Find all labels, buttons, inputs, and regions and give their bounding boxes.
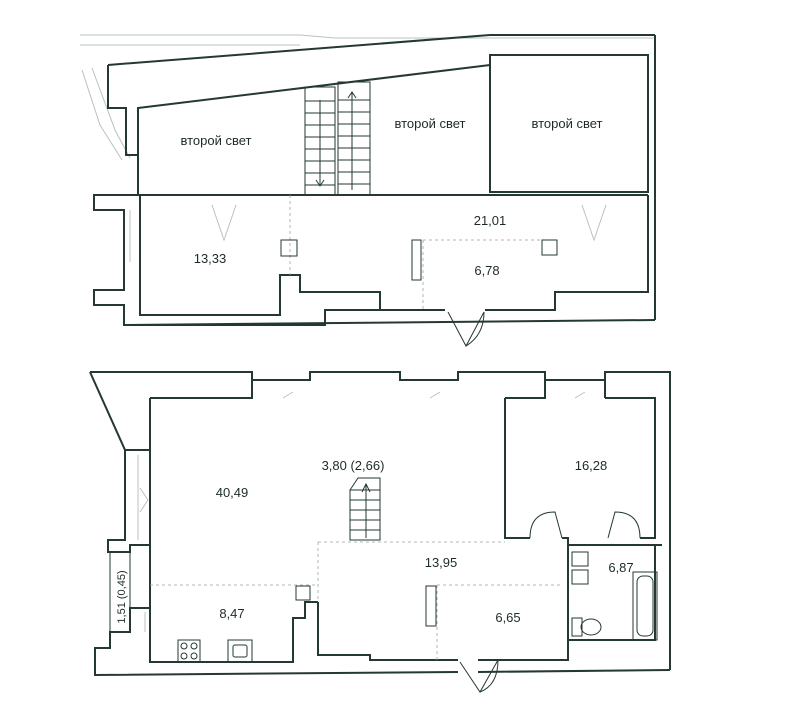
lower-entry-door (459, 659, 499, 693)
column (425, 585, 437, 627)
lower-floor-plan: 40,49 3,80 (2,66) 16,28 13,95 8,47 6,65 … (89, 371, 671, 693)
column (541, 239, 558, 256)
area-kitchen: 8,47 (219, 606, 244, 621)
area-upper-small-room: 6,78 (474, 263, 499, 278)
area-bath: 6,87 (608, 560, 633, 575)
lower-staircase (349, 477, 381, 541)
label-second-light-1: второй свет (180, 133, 251, 148)
door-bath (607, 511, 641, 539)
area-bedroom-right: 16,28 (575, 458, 608, 473)
column (411, 239, 422, 281)
area-upper-bedroom-left: 13,33 (194, 251, 227, 266)
door-bedroom (529, 511, 563, 539)
washbasin-icon (571, 551, 589, 585)
area-stair: 3,80 (2,66) (322, 458, 385, 473)
upper-floor-plan: второй свет второй свет второй свет 21,0… (80, 34, 656, 348)
area-upper-hall: 21,01 (474, 213, 507, 228)
toilet-icon (571, 617, 602, 637)
upper-entry-door (447, 311, 485, 348)
upper-staircase (304, 81, 371, 196)
column (295, 585, 311, 601)
area-corridor: 13,95 (425, 555, 458, 570)
kitchen-sink-icon (227, 639, 253, 663)
lower-outer-wall (90, 371, 671, 670)
area-hall-lower: 6,65 (495, 610, 520, 625)
label-second-light-3: второй свет (531, 116, 602, 131)
label-second-light-2: второй свет (394, 116, 465, 131)
column (280, 239, 298, 257)
area-living: 40,49 (216, 485, 249, 500)
kitchen-stove-icon (177, 639, 201, 663)
balcony (109, 551, 131, 633)
area-balcony: 1,51 (0,45) (116, 570, 128, 623)
bathtub-icon (632, 571, 658, 641)
